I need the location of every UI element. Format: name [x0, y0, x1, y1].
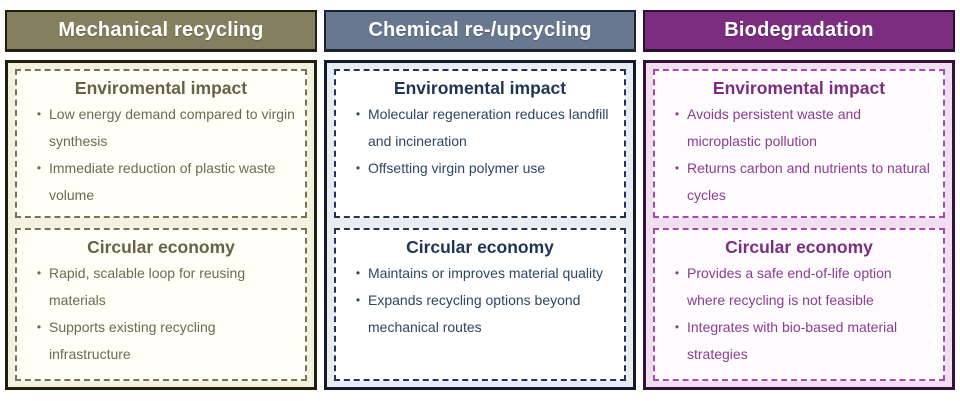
section-circular-economy: Circular economy • Provides a safe end-o…	[653, 228, 945, 381]
column-header-mechanical: Mechanical recycling	[5, 10, 317, 52]
column-header-biodegradation: Biodegradation	[643, 10, 955, 52]
bullet-icon: •	[674, 161, 680, 175]
bullet-icon: •	[36, 320, 42, 334]
bullet-text: Expands recycling options beyond mechani…	[368, 292, 581, 335]
bullet-text: Offsetting virgin polymer use	[368, 160, 546, 176]
bullet-item: • Expands recycling options beyond mecha…	[348, 287, 616, 341]
bullet-icon: •	[355, 107, 361, 121]
column-panel-biodegradation: Enviromental impact • Avoids persistent …	[643, 60, 955, 390]
bullet-item: • Supports existing recycling infrastruc…	[29, 314, 297, 368]
bullet-item: • Molecular regeneration reduces landfil…	[348, 101, 616, 155]
bullet-text: Integrates with bio-based material strat…	[687, 319, 898, 362]
section-title: Circular economy	[406, 237, 554, 257]
bullet-text: Rapid, scalable loop for reusing materia…	[49, 265, 246, 308]
bullet-item: • Offsetting virgin polymer use	[348, 155, 616, 182]
column-panel-chemical: Enviromental impact • Molecular regenera…	[324, 60, 636, 390]
bullet-icon: •	[674, 266, 680, 280]
bullet-item: • Low energy demand compared to virgin s…	[29, 101, 297, 155]
bullet-item: • Provides a safe end-of-life option whe…	[667, 260, 935, 314]
bullet-icon: •	[674, 320, 680, 334]
section-environmental-impact: Enviromental impact • Low energy demand …	[15, 69, 307, 218]
bullet-icon: •	[355, 161, 361, 175]
column-panel-mechanical: Enviromental impact • Low energy demand …	[5, 60, 317, 390]
bullet-text: Low energy demand compared to virgin syn…	[49, 106, 295, 149]
column-chemical-upcycling: Chemical re-/upcycling Enviromental impa…	[324, 10, 636, 390]
column-header-chemical: Chemical re-/upcycling	[324, 10, 636, 52]
section-title: Enviromental impact	[393, 78, 567, 98]
bullet-icon: •	[355, 293, 361, 307]
bullet-icon: •	[36, 161, 42, 175]
section-environmental-impact: Enviromental impact • Avoids persistent …	[653, 69, 945, 218]
section-title: Circular economy	[725, 237, 873, 257]
bullet-text: Molecular regeneration reduces landfill …	[368, 106, 609, 149]
bullet-icon: •	[36, 107, 42, 121]
column-mechanical-recycling: Mechanical recycling Enviromental impact…	[5, 10, 317, 390]
bullet-item: • Maintains or improves material quality	[348, 260, 616, 287]
bullet-item: • Returns carbon and nutrients to natura…	[667, 155, 935, 209]
bullet-text: Returns carbon and nutrients to natural …	[687, 160, 930, 203]
section-circular-economy: Circular economy • Rapid, scalable loop …	[15, 228, 307, 381]
column-biodegradation: Biodegradation Enviromental impact • Avo…	[643, 10, 955, 390]
bullet-item: • Rapid, scalable loop for reusing mater…	[29, 260, 297, 314]
bullet-icon: •	[36, 266, 42, 280]
bullet-text: Maintains or improves material quality	[368, 265, 603, 281]
bullet-text: Provides a safe end-of-life option where…	[687, 265, 892, 308]
bullet-item: • Immediate reduction of plastic waste v…	[29, 155, 297, 209]
bullet-text: Immediate reduction of plastic waste vol…	[49, 160, 276, 203]
bullet-text: Avoids persistent waste and microplastic…	[687, 106, 862, 149]
section-environmental-impact: Enviromental impact • Molecular regenera…	[334, 69, 626, 218]
section-title: Circular economy	[87, 237, 235, 257]
bullet-icon: •	[355, 266, 361, 280]
section-title: Enviromental impact	[712, 78, 886, 98]
section-circular-economy: Circular economy • Maintains or improves…	[334, 228, 626, 381]
bullet-item: • Avoids persistent waste and microplast…	[667, 101, 935, 155]
bullet-icon: •	[674, 107, 680, 121]
section-title: Enviromental impact	[74, 78, 248, 98]
bullet-item: • Integrates with bio-based material str…	[667, 314, 935, 368]
bullet-text: Supports existing recycling infrastructu…	[49, 319, 216, 362]
